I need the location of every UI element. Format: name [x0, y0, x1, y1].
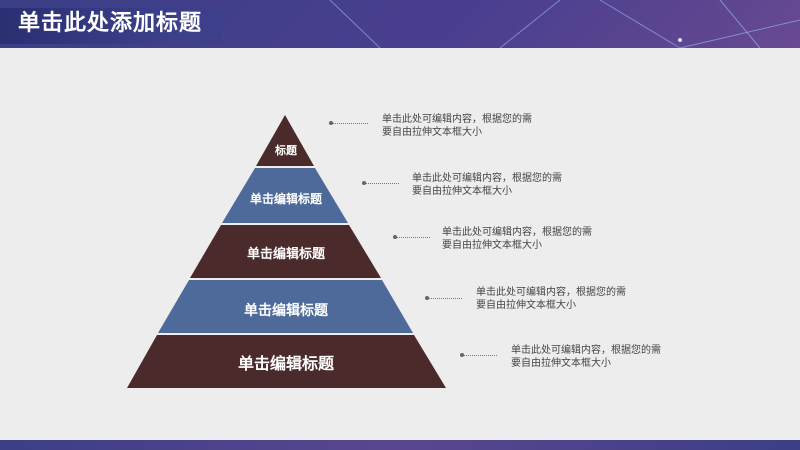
connector-1: [329, 121, 368, 125]
description-4[interactable]: 单击此处可编辑内容，根据您的需 要自由拉伸文本框大小: [476, 286, 646, 312]
description-5-line-2: 要自由拉伸文本框大小: [511, 358, 611, 369]
description-2[interactable]: 单击此处可编辑内容，根据您的需 要自由拉伸文本框大小: [412, 172, 582, 198]
title-block: [0, 8, 222, 44]
pyramid-tier-2-label: 单击编辑标题: [250, 191, 323, 206]
connector-dot: [329, 121, 333, 125]
pyramid-tier-4-label: 单击编辑标题: [244, 302, 329, 319]
connector-3: [393, 235, 430, 239]
description-4-line-1: 单击此处可编辑内容，根据您的需: [476, 287, 626, 298]
connector-dot: [460, 353, 464, 357]
description-3-line-2: 要自由拉伸文本框大小: [442, 240, 542, 251]
slide-title[interactable]: 单击此处添加标题: [18, 11, 203, 36]
pyramid-diagram: 标题 单击编辑标题 单击编辑标题 单击编辑标题 单击编辑标题: [127, 115, 446, 388]
pyramid-tier-1-label: 标题: [274, 143, 298, 157]
header-bar: 单击此处添加标题: [0, 0, 800, 48]
pyramid-tier-5-label: 单击编辑标题: [238, 354, 335, 373]
connector-dot: [425, 296, 429, 300]
description-1-line-2: 要自由拉伸文本框大小: [382, 127, 482, 138]
connector-dot: [393, 235, 397, 239]
pyramid-tier-1[interactable]: [256, 115, 314, 166]
description-3-line-1: 单击此处可编辑内容，根据您的需: [442, 227, 592, 238]
pyramid-tier-2[interactable]: [222, 168, 348, 223]
connector-4: [425, 296, 462, 300]
description-5-line-1: 单击此处可编辑内容，根据您的需: [511, 345, 661, 356]
content-area: 标题 单击编辑标题 单击编辑标题 单击编辑标题 单击编辑标题 单击此处可编辑内容…: [0, 48, 800, 440]
description-1[interactable]: 单击此处可编辑内容，根据您的需 要自由拉伸文本框大小: [382, 113, 552, 139]
footer-strip: [0, 440, 800, 450]
connector-dot: [362, 181, 366, 185]
pyramid-tier-5[interactable]: [127, 335, 446, 388]
pyramid-tier-4[interactable]: [158, 280, 413, 333]
connector-5: [460, 353, 497, 357]
pyramid-tier-3[interactable]: [190, 225, 381, 278]
description-2-line-1: 单击此处可编辑内容，根据您的需: [412, 173, 562, 184]
description-4-line-2: 要自由拉伸文本框大小: [476, 300, 576, 311]
description-2-line-2: 要自由拉伸文本框大小: [412, 186, 512, 197]
description-5[interactable]: 单击此处可编辑内容，根据您的需 要自由拉伸文本框大小: [511, 344, 681, 370]
description-3[interactable]: 单击此处可编辑内容，根据您的需 要自由拉伸文本框大小: [442, 226, 612, 252]
connector-2: [362, 181, 399, 185]
pyramid-tier-3-label: 单击编辑标题: [247, 246, 326, 262]
description-1-line-1: 单击此处可编辑内容，根据您的需: [382, 114, 532, 125]
